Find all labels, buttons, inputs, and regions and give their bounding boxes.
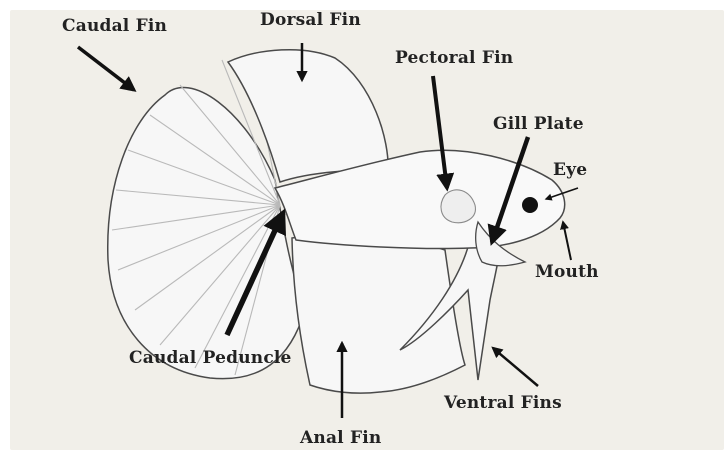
label-caudal-peduncle: Caudal Peduncle xyxy=(129,348,292,368)
label-dorsal-fin: Dorsal Fin xyxy=(260,10,361,30)
label-mouth: Mouth xyxy=(535,262,599,282)
eye-shape xyxy=(522,197,538,213)
arrow-mouth xyxy=(563,222,571,260)
label-pectoral-fin: Pectoral Fin xyxy=(395,48,513,68)
arrow-ventral-fins xyxy=(493,348,538,386)
label-ventral-fins: Ventral Fins xyxy=(444,393,562,413)
label-eye: Eye xyxy=(553,160,587,180)
label-caudal-fin: Caudal Fin xyxy=(62,16,167,36)
arrow-caudal-fin xyxy=(78,47,134,90)
label-gill-plate: Gill Plate xyxy=(493,114,584,134)
label-anal-fin: Anal Fin xyxy=(300,428,381,448)
